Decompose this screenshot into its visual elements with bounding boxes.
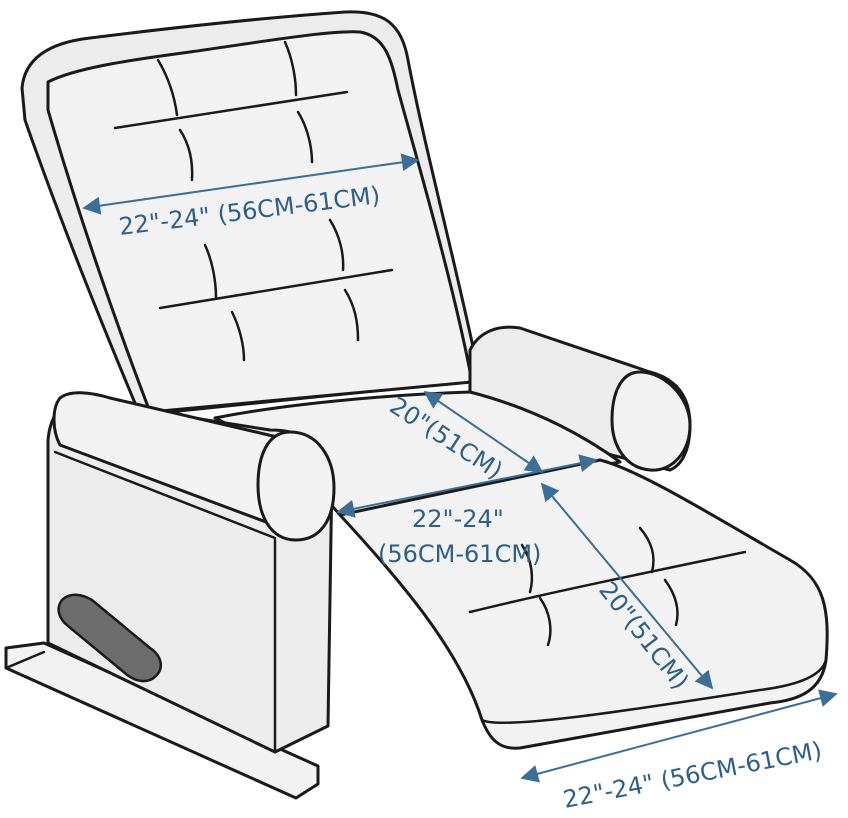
footrest <box>338 458 829 750</box>
recline-lever <box>57 593 163 683</box>
seat-width-dimension: 22"-24" (56CM-61CM) <box>336 454 598 568</box>
seat-width-label-line2: (56CM-61CM) <box>378 540 541 568</box>
seat-width-label-line1: 22"-24" <box>412 505 504 533</box>
base-plate <box>4 641 320 800</box>
right-armrest <box>468 325 692 472</box>
footrest-width-label: 22"-24" (56CM-61CM) <box>561 736 824 814</box>
